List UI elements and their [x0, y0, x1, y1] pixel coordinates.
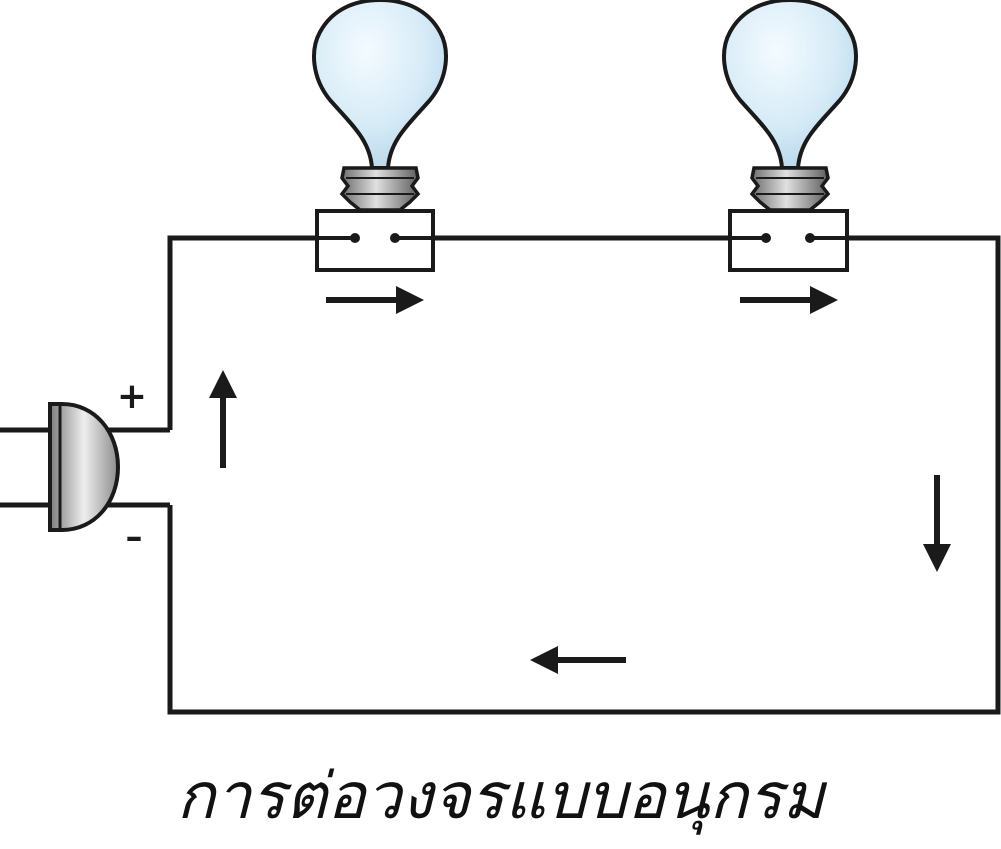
- bulb-base: [339, 166, 421, 212]
- light-bulb-icon: [722, 0, 858, 212]
- arrow-up-icon: [209, 370, 237, 468]
- diagram-caption: การต่อวงจรแบบอนุกรม: [176, 760, 825, 834]
- bulb-socket-1: [315, 209, 435, 272]
- arrow-right-icon: [740, 286, 838, 314]
- wire-top-left: [167, 235, 317, 430]
- circuit-wires: [102, 235, 1001, 715]
- negative-terminal-label: –: [126, 517, 143, 557]
- positive-terminal-label: +: [117, 376, 147, 417]
- arrow-left-icon: [530, 646, 626, 674]
- wire-right-bottom: [167, 235, 1001, 715]
- arrow-right-icon: [326, 286, 424, 314]
- bulb-socket-2: [728, 209, 849, 272]
- bulb-base: [749, 166, 831, 212]
- arrow-down-icon: [923, 475, 951, 572]
- light-bulb-icon: [312, 0, 448, 212]
- bulb-glass: [722, 0, 858, 170]
- power-plug-icon: [0, 402, 121, 532]
- bulb-glass: [312, 0, 448, 170]
- plug-body: [48, 402, 121, 532]
